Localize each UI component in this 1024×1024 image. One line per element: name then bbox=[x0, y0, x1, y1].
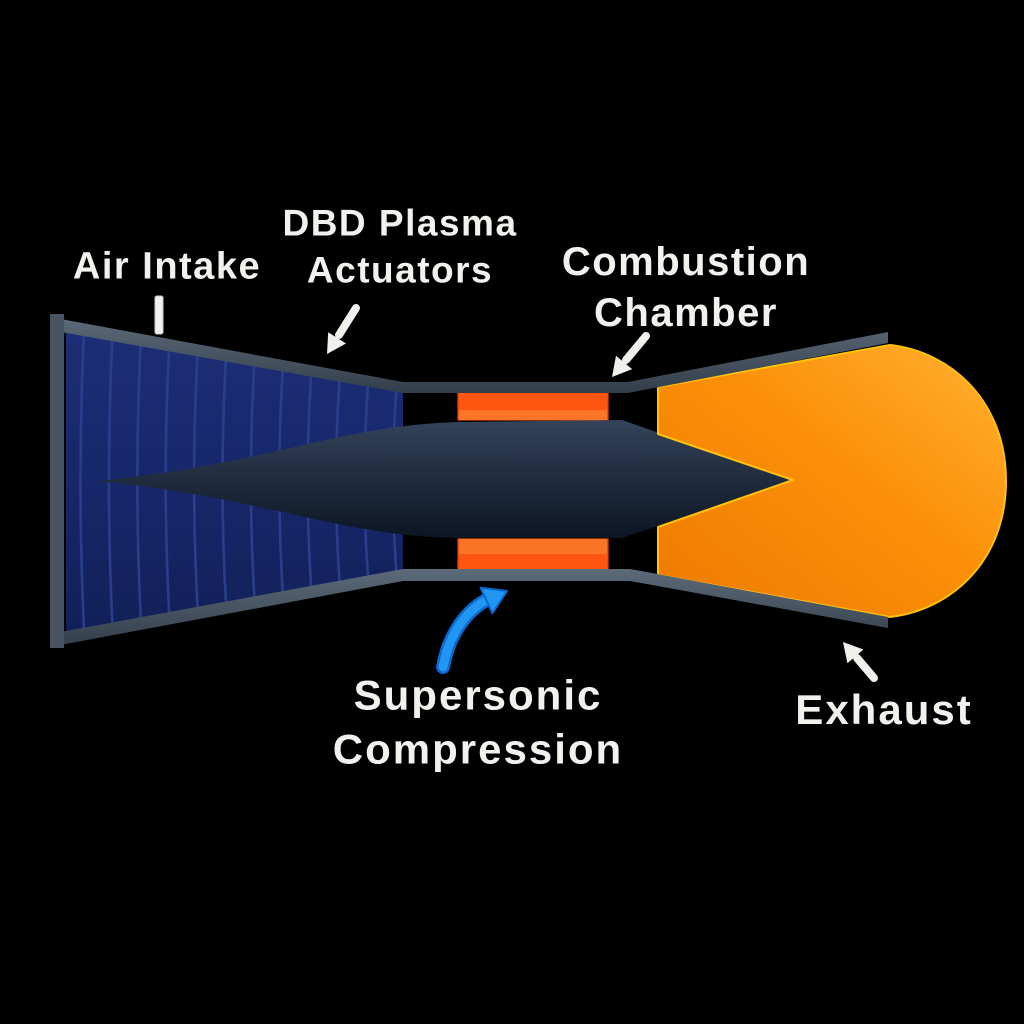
label-line: Exhaust bbox=[795, 686, 973, 734]
label-line: Actuators bbox=[306, 250, 494, 291]
label-dbd-plasma-actuators: DBD Plasma Actuators bbox=[282, 200, 517, 295]
label-line: Combustion bbox=[561, 239, 811, 284]
cowl-bottom-wall bbox=[55, 569, 888, 646]
exhaust-arrow-icon bbox=[843, 642, 878, 682]
supersonic-arrow-icon bbox=[436, 586, 508, 674]
exhaust-plume bbox=[657, 344, 1007, 618]
combustion-arrow-icon bbox=[612, 332, 650, 377]
label-line: Compression bbox=[332, 725, 624, 772]
label-combustion-chamber: Combustion Chamber bbox=[562, 237, 810, 339]
label-line: Chamber bbox=[594, 291, 778, 335]
label-line: Supersonic bbox=[353, 671, 603, 719]
cowl-top-wall bbox=[55, 318, 888, 393]
dbd-plasma-arrow-icon bbox=[327, 304, 360, 354]
actuator-block-bottom bbox=[457, 538, 609, 571]
intake-lip-cap bbox=[50, 314, 64, 648]
center-body-wedge bbox=[96, 420, 793, 538]
actuator-block-top bbox=[457, 391, 609, 421]
label-line: Air Intake bbox=[72, 245, 262, 288]
label-air-intake: Air Intake bbox=[73, 243, 261, 292]
label-line: DBD Plasma bbox=[282, 202, 518, 244]
label-supersonic-compression: Supersonic Compression bbox=[333, 668, 623, 776]
label-exhaust: Exhaust bbox=[795, 683, 972, 737]
air-intake-pointer-line bbox=[154, 295, 164, 335]
